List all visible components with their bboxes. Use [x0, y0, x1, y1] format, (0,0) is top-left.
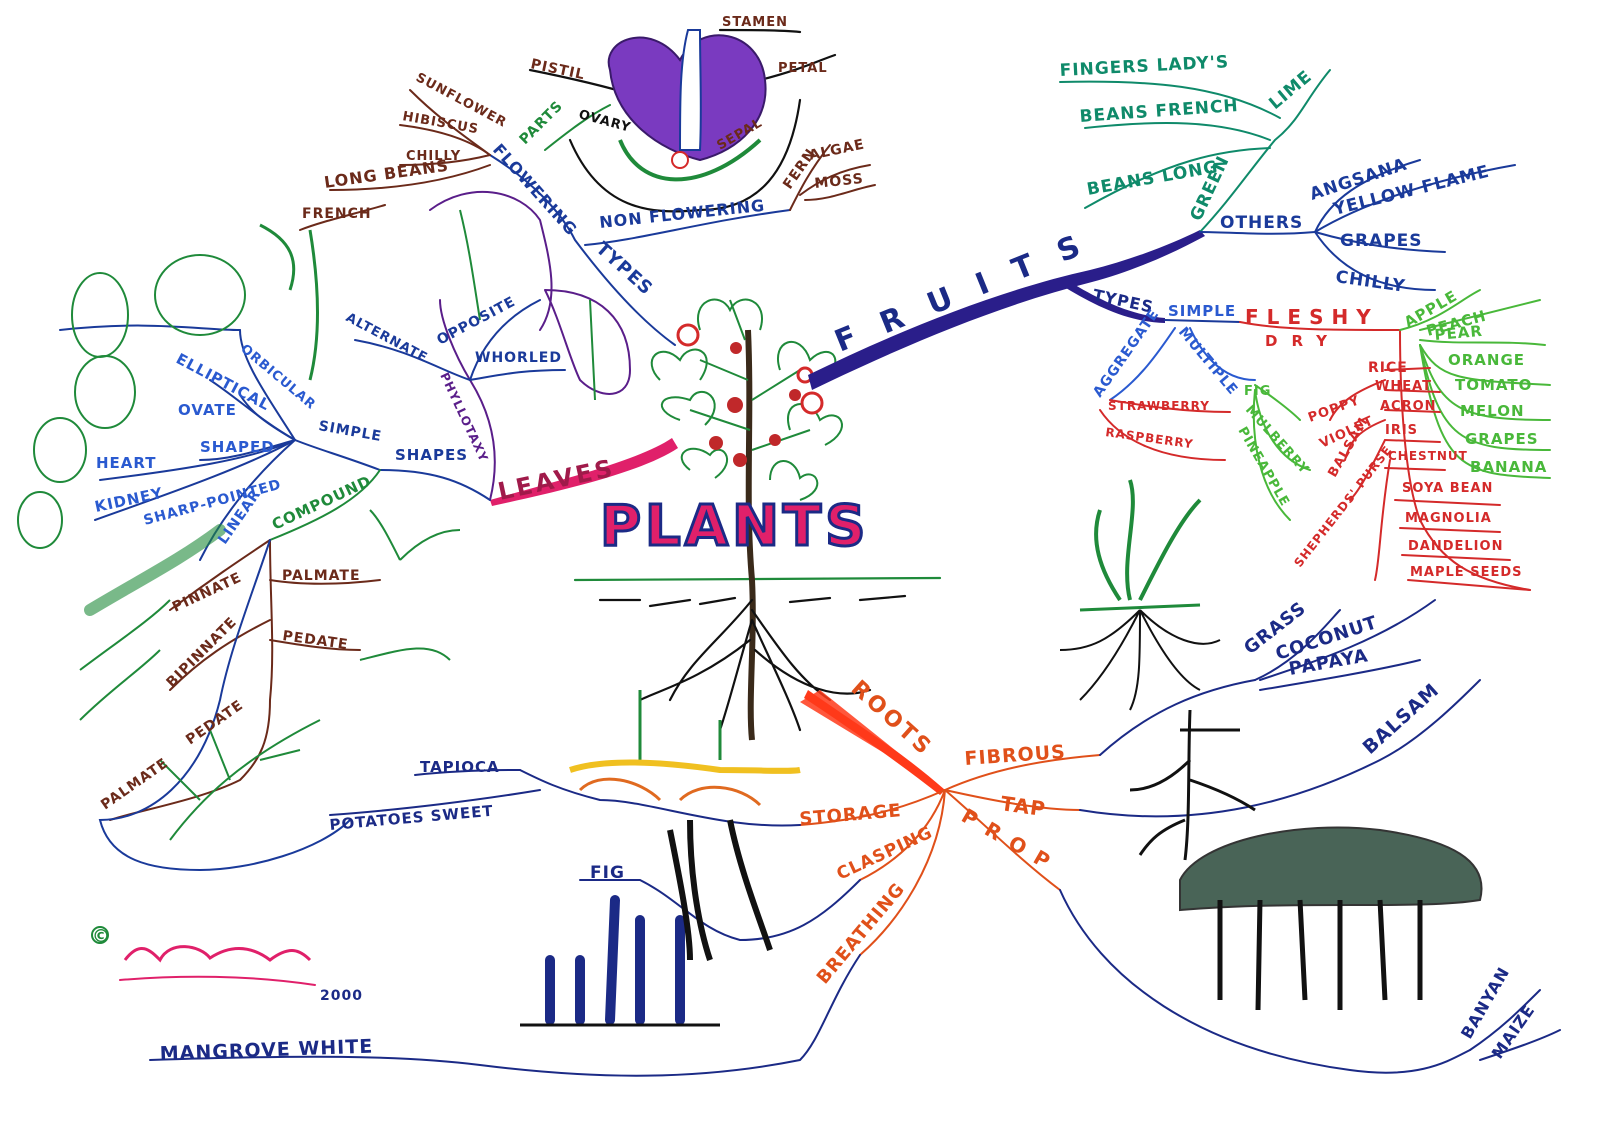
leaves-chilly: CHILLY — [406, 149, 461, 164]
roots-fibrous: FIBROUS — [964, 741, 1067, 770]
central-title: PLANTS — [600, 494, 869, 559]
fruits-soya-bean: SOYA BEAN — [1402, 481, 1493, 496]
roots-tap: TAP — [999, 791, 1047, 821]
roots-storage: STORAGE — [799, 800, 903, 830]
tree-flowers — [676, 323, 824, 415]
fruits-others: OTHERS — [1220, 213, 1303, 233]
signature-year: 2000 — [320, 988, 363, 1004]
fruits-melon: MELON — [1460, 402, 1525, 420]
leaves-bipinnate: BIPINNATE — [164, 614, 241, 691]
fruits-branch: FRUITS GREEN LIME FINGERS LADY'S BEANS F… — [830, 52, 1547, 580]
leaves-palmate: PALMATE — [282, 568, 361, 584]
leaves-parts: PARTS — [517, 98, 567, 148]
leaves-pistil: PISTIL — [529, 56, 586, 83]
fruits-maple-seeds: MAPLE SEEDS — [1410, 565, 1523, 580]
leaves-stamen: STAMEN — [722, 15, 788, 30]
fruits-chestnut: CHESTNUT — [1388, 449, 1468, 463]
fruits-wheat: WHEAT — [1375, 379, 1432, 394]
fruits-grapes-others: GRAPES — [1340, 231, 1423, 251]
leaves-moss: MOSS — [814, 171, 865, 192]
plant-illustration — [573, 298, 942, 741]
roots-fig: FIG — [590, 863, 625, 883]
fruits-tomato: TOMATO — [1455, 376, 1532, 394]
leaves-heart: HEART — [96, 454, 157, 472]
leaves-compound: COMPOUND — [269, 472, 374, 534]
leaves-shaped: SHAPED — [200, 438, 275, 456]
copyright-mark: © — [92, 926, 111, 947]
fruits-iris: IRIS — [1385, 423, 1418, 438]
illustrations — [17, 29, 1483, 1027]
leaves-simple: SIMPLE — [317, 418, 383, 445]
leaves-ovate: OVATE — [178, 401, 237, 419]
main-branches — [490, 230, 1205, 795]
leaves-shapes: SHAPES — [395, 446, 468, 464]
roots-potatoes-sweet: POTATOES SWEET — [329, 802, 495, 834]
fruits-fleshy: FLESHY — [1245, 305, 1379, 329]
roots-tapioca: TAPIOCA — [420, 758, 500, 776]
roots-breathing: BREATHING — [813, 879, 910, 988]
signature: © 2000 — [92, 926, 363, 1004]
fruits-magnolia: MAGNOLIA — [1405, 511, 1492, 526]
leaves-algae: ALGAE — [808, 136, 867, 163]
fruits-pear: PEAR — [1434, 322, 1484, 344]
tree-fruits — [709, 342, 801, 467]
fruits-multiple: MULTIPLE — [1175, 324, 1241, 398]
leaves-pedate: PEDATE — [281, 628, 349, 653]
fruits-fig-multiple: FIG — [1244, 384, 1271, 399]
leaves-alternate: ALTERNATE — [343, 310, 430, 366]
leaves-flowering: FLOWERING — [489, 140, 581, 239]
fruits-dry: DRY — [1265, 332, 1341, 350]
fruits-chilly-others: CHILLY — [1334, 267, 1406, 297]
leaves-types: TYPES — [592, 238, 657, 300]
fruits-banana: BANANA — [1470, 458, 1547, 476]
fruits-acron: ACRON — [1380, 399, 1437, 414]
fruits-rice: RICE — [1368, 360, 1408, 376]
leaves-french: FRENCH — [302, 206, 372, 222]
fruits-fingers-ladys: FINGERS LADY'S — [1059, 52, 1229, 81]
leaves-pinnate: PINNATE — [170, 570, 245, 616]
fruits-grapes-fleshy: GRAPES — [1465, 430, 1539, 448]
leaves-palmate-pedate-1: PALMATE — [98, 755, 172, 813]
fruits-simple: SIMPLE — [1168, 302, 1236, 320]
fruits-lime: LIME — [1265, 67, 1316, 114]
branch-lines — [59, 28, 1561, 1077]
leaves-petal: PETAL — [778, 61, 828, 76]
fruits-strawberry: STRAWBERRY — [1108, 399, 1210, 413]
leaves-sharp-pointed: SHARP-POINTED — [142, 477, 283, 529]
leaves-whorled: WHORLED — [475, 350, 562, 366]
fruits-dandelion: DANDELION — [1408, 539, 1503, 554]
fruits-orange: ORANGE — [1448, 351, 1525, 369]
roots-mangrove-white: MANGROVE WHITE — [159, 1036, 373, 1065]
